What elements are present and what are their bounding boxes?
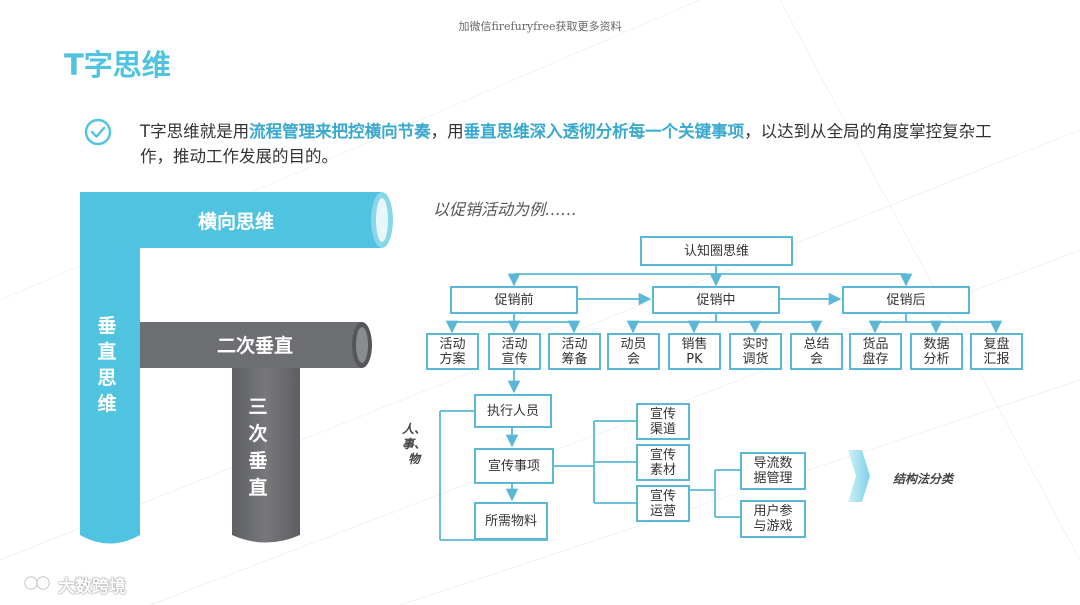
level5-box: 用户参与游戏: [740, 500, 806, 538]
task-box: 活动方案: [426, 333, 479, 370]
chevron-arrow-icon: [848, 450, 870, 502]
vertical-char: 维: [97, 392, 116, 415]
vertical-char: 思: [97, 367, 116, 389]
check-circle-icon: [84, 118, 112, 146]
third-char: 垂: [248, 450, 267, 472]
people-things-objects-label: 人、事、物: [402, 422, 427, 466]
third-vertical-label: 三 次 垂 直: [248, 396, 267, 499]
page-title: T字思维: [64, 48, 171, 82]
third-char: 直: [248, 476, 267, 499]
phase-box: 促销后: [842, 286, 970, 314]
task-box: 活动宣传: [488, 333, 541, 370]
level5-box: 导流数据管理: [740, 452, 806, 490]
phase-box: 促销前: [450, 286, 578, 314]
intro-text-3: ，以达到从全局的角度掌控复杂工作，推动工作发展的目的。: [140, 122, 992, 166]
level4-box: 宣传素材: [636, 444, 690, 481]
level3-box: 宣传事项: [474, 448, 554, 484]
third-vertical-pipe: [232, 358, 300, 543]
phase-box: 促销中: [652, 286, 780, 314]
level4-box: 宣传渠道: [636, 403, 690, 440]
task-box: 实时调货: [729, 333, 782, 370]
task-box: 数据分析: [910, 333, 963, 370]
intro-text-2: ，用: [430, 122, 464, 141]
structure-classification-label: 结构法分类: [893, 472, 954, 486]
intro-highlight-2: 垂直思维深入透彻分析每一个关键事项: [463, 122, 745, 141]
horizontal-thinking-label: 横向思维: [198, 210, 274, 233]
task-box: 复盘汇报: [970, 333, 1023, 370]
brand-icon: [16, 575, 51, 593]
level4-box: 宣传运营: [636, 485, 690, 522]
task-box: 动员会: [607, 333, 660, 370]
vertical-char: 直: [97, 340, 116, 363]
intro-paragraph: T字思维就是用流程管理来把控横向节奏，用垂直思维深入透彻分析每一个关键事项，以达…: [140, 119, 1020, 169]
level3-box: 执行人员: [474, 394, 552, 428]
tree-root-box: 认知圈思维: [640, 236, 793, 266]
horizontal-blue-pipe: [80, 192, 393, 544]
second-vertical-pipe: [128, 322, 372, 368]
third-char: 三: [248, 396, 267, 418]
vertical-char: 垂: [97, 315, 116, 337]
intro-highlight-1: 流程管理来把控横向节奏: [249, 122, 431, 141]
task-box: 总结会: [790, 333, 843, 370]
task-box: 货品盘存: [849, 333, 902, 370]
brand-logo: 大数跨境: [14, 572, 126, 597]
intro-text-1: T字思维就是用: [140, 122, 250, 141]
watermark-text: 加微信firefuryfree获取更多资料: [458, 20, 622, 33]
third-char: 次: [248, 422, 267, 445]
level3-box: 所需物料: [474, 502, 548, 540]
task-box: 活动筹备: [548, 333, 601, 370]
example-label: 以促销活动为例……: [433, 200, 578, 219]
vertical-thinking-label: 垂 直 思 维: [97, 315, 116, 415]
brand-name: 大数跨境: [58, 577, 126, 597]
second-vertical-label: 二次垂直: [217, 334, 293, 357]
